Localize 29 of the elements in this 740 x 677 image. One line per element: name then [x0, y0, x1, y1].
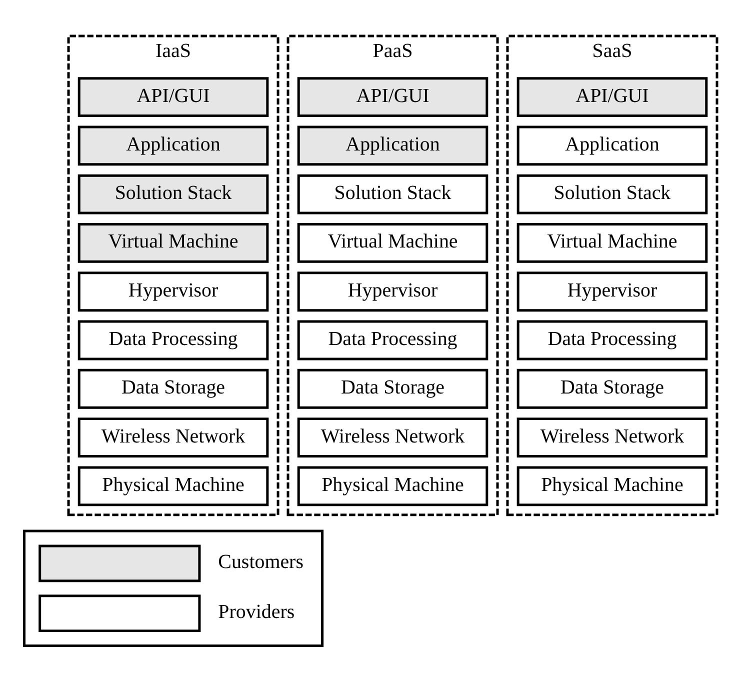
legend-label: Customers	[218, 550, 304, 573]
node-box: Solution Stack	[297, 174, 488, 214]
node-box: Solution Stack	[516, 174, 708, 214]
node-box: Solution Stack	[78, 174, 269, 214]
legend-label: Providers	[218, 600, 295, 623]
node-box: Application	[78, 125, 269, 166]
node-box: Hypervisor	[78, 271, 269, 312]
node-box: Wireless Network	[516, 417, 708, 457]
node-box: Wireless Network	[297, 417, 488, 457]
node-box: Physical Machine	[516, 466, 708, 506]
node-box: Data Processing	[78, 320, 269, 360]
node-box: Data Processing	[297, 320, 488, 360]
node-box: Hypervisor	[297, 271, 488, 312]
node-box: Data Storage	[516, 368, 708, 408]
node-box: Application	[297, 125, 488, 166]
node-box: Virtual Machine	[516, 222, 708, 262]
node-box: Virtual Machine	[78, 222, 269, 262]
node-box: Data Storage	[297, 368, 488, 408]
node-box: Physical Machine	[78, 466, 269, 506]
node-box: Data Storage	[78, 368, 269, 408]
node-box: API/GUI	[78, 76, 269, 117]
node-box: Data Processing	[516, 320, 708, 360]
node-box: API/GUI	[516, 76, 708, 117]
node-box: Application	[516, 125, 708, 166]
node-box: API/GUI	[297, 76, 488, 117]
node-box: Virtual Machine	[297, 222, 488, 262]
node-box: Hypervisor	[516, 271, 708, 312]
node-box: Physical Machine	[297, 466, 488, 506]
node-box: Wireless Network	[78, 417, 269, 457]
